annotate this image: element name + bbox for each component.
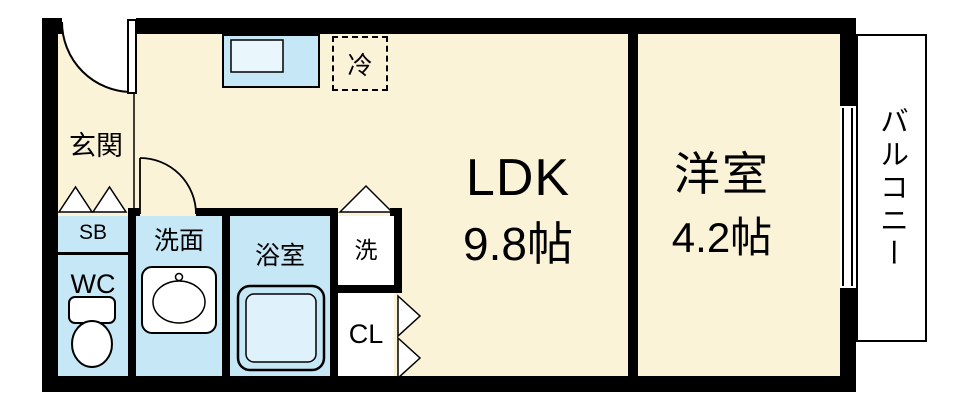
- wc-label: WC: [70, 269, 116, 299]
- ldk-size: 9.8帖: [463, 218, 573, 270]
- laundry-label: 洗: [354, 237, 378, 263]
- washroom-label: 洗面: [153, 227, 204, 255]
- laundry-room: [338, 216, 394, 285]
- refrigerator-label: 冷: [347, 51, 373, 80]
- ldk-label: LDK 9.8帖: [398, 148, 638, 274]
- wall-left: [42, 18, 58, 392]
- bathroom-room: [230, 216, 330, 378]
- balcony: バルコニー: [856, 34, 927, 342]
- wall-bottom: [42, 376, 855, 392]
- wall-right-lower: [840, 288, 856, 392]
- wall-wc-washroom: [128, 208, 136, 378]
- closet-room: [338, 293, 394, 378]
- genkan-label: 玄関: [69, 131, 123, 161]
- wall-wet-top: [196, 208, 338, 216]
- bathroom-label: 浴室: [254, 242, 305, 270]
- wall-right-upper: [840, 18, 856, 106]
- refrigerator-space: 冷: [332, 36, 388, 91]
- wall-top: [136, 18, 855, 34]
- bedroom-label: 洋室 4.2帖: [640, 138, 804, 265]
- shoebox-label: SB: [78, 221, 107, 244]
- balcony-label: バルコニー: [875, 105, 908, 271]
- balcony-sliding-door-gap: [840, 106, 856, 288]
- wall-laundry-ldk: [394, 208, 402, 293]
- wall-laundry-closet: [330, 285, 402, 293]
- divider-sb-wc: [58, 252, 128, 255]
- bedroom-name: 洋室: [674, 148, 770, 200]
- kitchen-counter: [222, 34, 320, 88]
- closet-label: CL: [348, 319, 384, 349]
- wall-washroom-bath: [222, 208, 230, 378]
- ldk-name: LDK: [465, 149, 571, 207]
- wall-bath-laundry: [330, 208, 338, 378]
- bedroom-size: 4.2帖: [671, 214, 773, 261]
- wall-ldk-bedroom: [628, 18, 638, 392]
